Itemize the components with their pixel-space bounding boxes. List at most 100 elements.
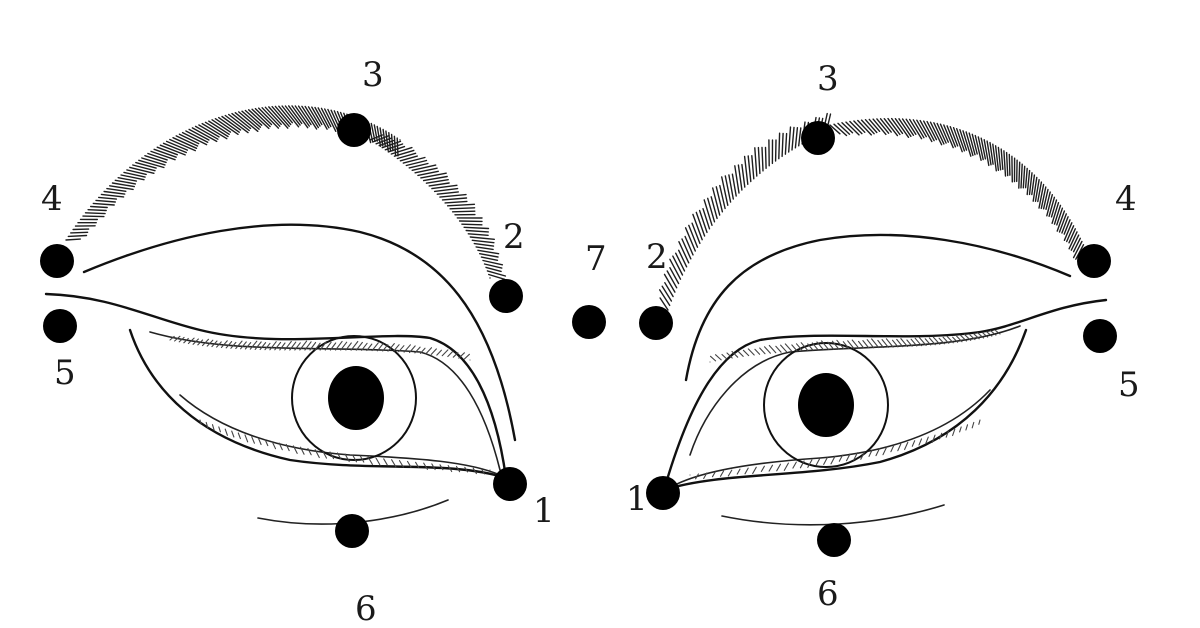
left-eyebrow-stroke [297,105,312,126]
left-eyebrow-stroke [446,203,476,207]
left-eyebrow-stroke [488,273,506,280]
left-eyelash [361,342,368,351]
left-eyebrow-stroke [126,169,147,176]
left-eyelash [235,340,243,350]
right-eyelash [731,350,739,358]
left-eyelash [423,462,428,470]
right-point-4-label: 4 [1115,179,1137,219]
left-eyelash [344,453,350,463]
right-eyebrow-stroke [712,187,721,216]
left-eyebrow-stroke [234,111,259,133]
right-eyebrow-stroke [853,120,866,134]
left-eyebrow-stroke [480,256,499,261]
right-eyelash [816,341,824,351]
right-eyelash [963,333,972,341]
right-eyelash [977,332,985,339]
right-eyelash [823,457,828,465]
left-eyebrow-stroke [475,246,494,251]
left-eyebrow-stroke [198,124,220,138]
left-eyelash [439,464,444,471]
left-eyebrow-stroke [156,146,179,156]
right-eyebrow-stroke [1053,204,1062,225]
left-eyebrow-stroke [217,116,240,133]
right-eyelash [897,443,902,452]
left-point-3-dot [337,113,371,147]
right-eyebrow-stroke [1051,201,1060,225]
left-eyebrow-stroke [486,270,507,277]
left-eyelash [187,337,195,345]
right-eyelash [831,340,840,350]
left-eyebrow-stroke [172,136,198,150]
left-eyebrow-stroke [132,164,156,172]
right-eyebrow-stroke [1056,210,1066,232]
right-eyebrow-stroke [1070,234,1080,251]
right-eyelash [838,454,844,462]
right-eyebrow-stroke [845,121,860,136]
right-eyebrow-stroke [1037,181,1043,203]
right-eyelash [784,343,793,352]
right-eyelash [711,471,716,478]
left-eyelash [350,340,359,351]
right-eyebrow-stroke [751,154,755,180]
right-eyebrow-stroke [798,127,802,147]
right-eyebrow-stroke [1068,228,1077,244]
right-eyelash [885,338,894,348]
left-pupil [328,366,384,430]
right-eyelash [747,348,755,356]
left-eyebrow-stroke [439,193,467,198]
left-eyelash [220,340,228,349]
left-eyelash [414,346,421,354]
left-point-5-dot [43,309,77,343]
left-eyebrow-stroke [390,146,413,155]
right-eyebrow-stroke [669,267,680,285]
left-eyebrow-stroke [294,105,310,127]
left-eyebrow-stroke [385,130,389,152]
right-point-3-dot [801,121,835,155]
left-eyelash [211,340,218,348]
right-eyebrow-stroke [728,174,734,200]
left-eyelash [340,341,348,351]
right-eyelash [737,351,744,357]
right-eyebrow-stroke [747,155,752,183]
acupoints [40,113,1117,557]
left-eyelash [329,451,335,460]
right-eyebrow-stroke [664,282,674,298]
left-upper-lid [44,292,508,480]
left-eyebrow-stroke [433,187,459,193]
right-eyebrow-stroke [707,197,716,223]
left-eyelash [240,341,247,350]
right-eyebrow-stroke [933,122,945,145]
left-eyebrow-stroke [100,193,125,198]
right-eyelash [703,472,708,480]
left-eyebrow-stroke [375,137,392,145]
left-eyebrow-stroke [471,239,495,244]
left-eyelash [300,446,305,455]
right-eyelash [942,336,950,344]
right-eyelash [763,346,771,354]
left-eyebrow-stroke [473,242,495,247]
right-eyelash [760,465,765,472]
right-eyelash [752,466,757,475]
left-eyelash [201,338,210,347]
right-eyebrow-stroke [919,119,933,143]
right-eyebrow-stroke [1061,216,1069,234]
left-eyelash [447,350,454,358]
right-eyebrow-stroke [794,126,799,149]
right-eyebrow-stroke [684,227,696,252]
right-eyelash [945,430,949,438]
right-eyelash [768,344,777,354]
left-eyelash [251,436,255,444]
left-eyebrow-stroke [111,182,136,188]
left-eyebrow-stroke [327,108,339,131]
left-eyelash [314,342,321,351]
right-eyebrow-stroke [926,120,938,141]
left-point-1-label: 1 [533,491,555,531]
right-eyebrow-stroke [959,128,968,151]
left-eyebrow-stroke [372,134,390,143]
right-eyebrow-stroke [1046,193,1054,217]
right-eyelash [776,463,782,472]
right-eyebrow-stroke [678,249,688,268]
right-eyelash [719,470,725,477]
left-eyebrow-stroke [144,154,167,164]
center-point-7-dot [572,305,606,339]
